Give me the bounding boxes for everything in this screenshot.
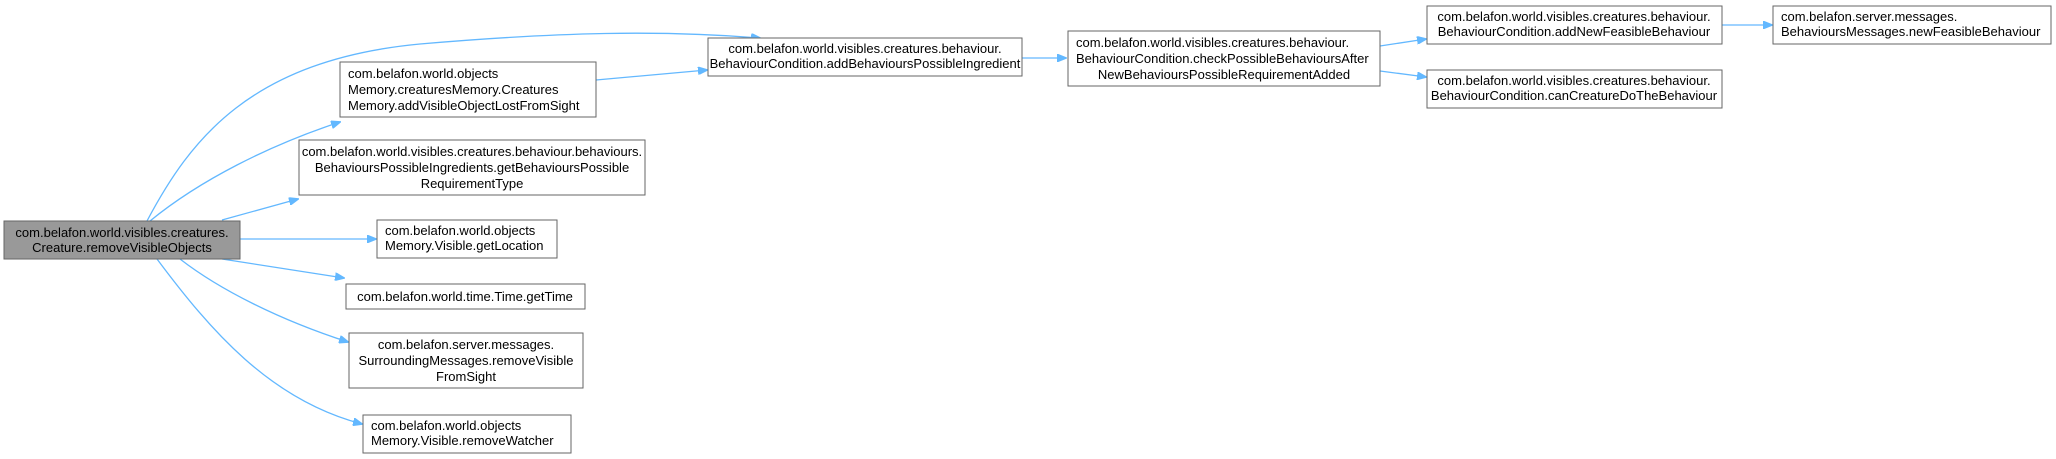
node-line: Memory.creaturesMemory.Creatures	[348, 82, 559, 97]
node-time-get-time[interactable]: com.belafon.world.time.Time.getTime	[345, 283, 586, 310]
node-add-new-feasible-behaviour[interactable]: com.belafon.world.visibles.creatures.beh…	[1426, 5, 1723, 45]
node-line: FromSight	[436, 369, 496, 384]
node-behaviours-messages-new-feasible[interactable]: com.belafon.server.messages. BehavioursM…	[1772, 5, 2052, 45]
node-line: com.belafon.server.messages.	[1781, 9, 1957, 24]
node-get-behaviours-possible-requirement-type[interactable]: com.belafon.world.visibles.creatures.beh…	[298, 139, 646, 196]
node-line: com.belafon.world.visibles.creatures.beh…	[1437, 9, 1710, 24]
nodes: com.belafon.world.visibles.creatures. Cr…	[3, 5, 2052, 454]
edge-checkPossible-to-canCreatureDo	[1379, 70, 1426, 77]
node-line: com.belafon.server.messages.	[378, 337, 554, 352]
node-line: com.belafon.world.visibles.creatures.beh…	[1437, 73, 1710, 88]
edge-root-to-removeVisibleFromSight	[179, 258, 348, 342]
node-add-behaviours-possible-ingredient[interactable]: com.belafon.world.visibles.creatures.beh…	[707, 37, 1023, 77]
node-line: RequirementType	[421, 176, 524, 191]
node-line: Memory.Visible.removeWatcher	[371, 433, 554, 448]
node-remove-visible-from-sight[interactable]: com.belafon.server.messages. Surrounding…	[348, 332, 584, 389]
node-line: Creature.removeVisibleObjects	[32, 240, 212, 255]
edge-root-to-removeWatcher	[156, 258, 362, 424]
node-creature-remove-visible-objects[interactable]: com.belafon.world.visibles.creatures. Cr…	[3, 220, 241, 260]
node-line: com.belafon.world.visibles.creatures.	[15, 225, 228, 240]
edge-root-to-getReqType	[221, 199, 298, 221]
node-line: BehavioursPossibleIngredients.getBehavio…	[315, 160, 629, 175]
node-add-visible-object-lost-from-sight[interactable]: com.belafon.world.objects Memory.creatur…	[339, 61, 597, 118]
edges	[146, 25, 1772, 424]
node-line: BehaviourCondition.checkPossibleBehaviou…	[1076, 51, 1369, 66]
node-line: com.belafon.world.visibles.creatures.beh…	[728, 41, 1001, 56]
node-line: BehaviourCondition.canCreatureDoTheBehav…	[1431, 88, 1718, 103]
node-line: BehavioursMessages.newFeasibleBehaviour	[1781, 24, 2041, 39]
edge-root-to-addVisibleLost	[149, 122, 340, 222]
node-line: com.belafon.world.visibles.creatures.beh…	[302, 144, 642, 159]
edge-root-to-addBehavioursPossible	[146, 32, 760, 222]
node-can-creature-do-the-behaviour[interactable]: com.belafon.world.visibles.creatures.beh…	[1426, 69, 1723, 109]
node-line: com.belafon.world.visibles.creatures.beh…	[1076, 35, 1349, 50]
node-line: com.belafon.world.objects	[371, 418, 522, 433]
edge-checkPossible-to-addNewFeasible	[1379, 39, 1426, 47]
node-check-possible-behaviours[interactable]: com.belafon.world.visibles.creatures.beh…	[1067, 30, 1381, 87]
node-line: SurroundingMessages.removeVisible	[358, 353, 573, 368]
node-line: com.belafon.world.time.Time.getTime	[357, 289, 573, 304]
edge-root-to-getTime	[221, 258, 344, 278]
node-line: com.belafon.world.objects	[385, 223, 536, 238]
node-line: Memory.addVisibleObjectLostFromSight	[348, 98, 580, 113]
node-visible-get-location[interactable]: com.belafon.world.objects Memory.Visible…	[376, 219, 558, 259]
node-line: BehaviourCondition.addBehavioursPossible…	[710, 56, 1021, 71]
node-line: com.belafon.world.objects	[348, 66, 499, 81]
node-visible-remove-watcher[interactable]: com.belafon.world.objects Memory.Visible…	[362, 414, 572, 454]
node-line: Memory.Visible.getLocation	[385, 238, 544, 253]
node-line: NewBehavioursPossibleRequirementAdded	[1098, 67, 1350, 82]
node-line: BehaviourCondition.addNewFeasibleBehavio…	[1438, 24, 1711, 39]
edge-addVisibleLost-to-addBehavioursPossible	[595, 70, 707, 81]
